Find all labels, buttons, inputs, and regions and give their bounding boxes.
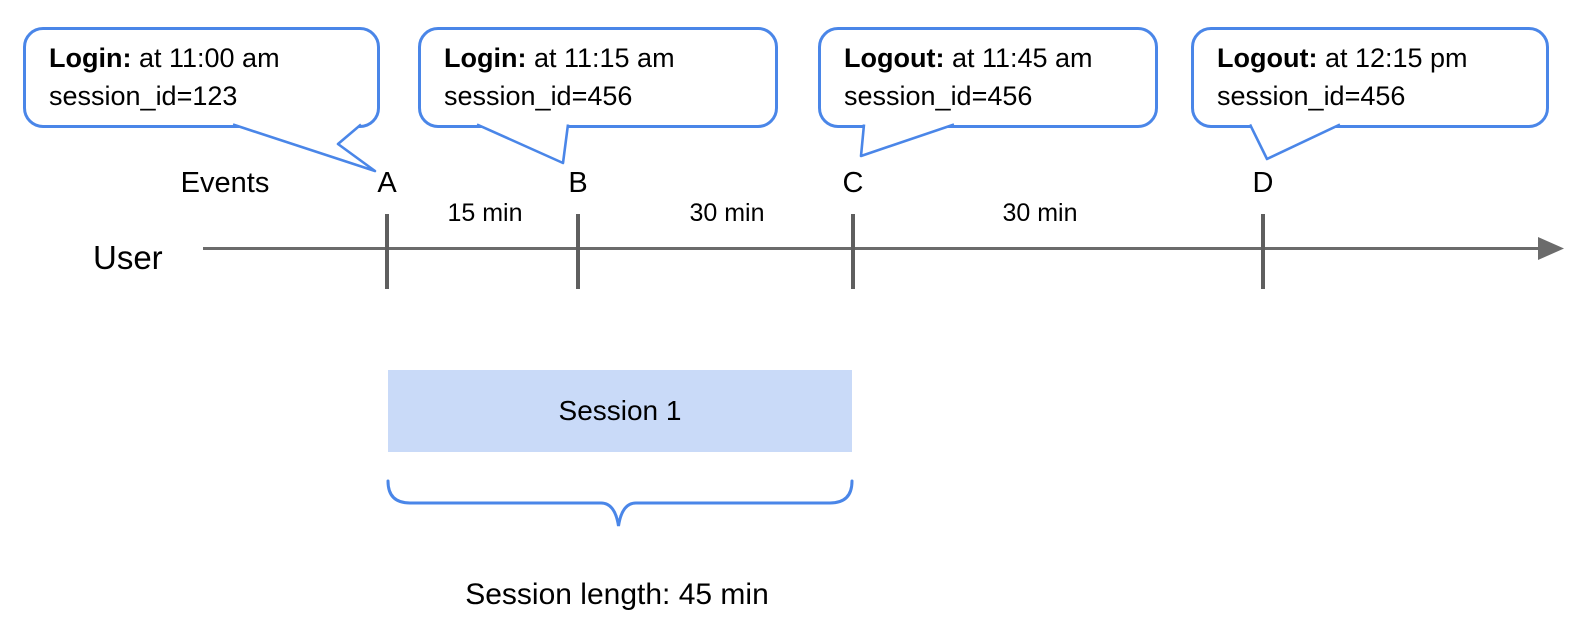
event-letter-b: B — [568, 167, 588, 199]
event-letter-c: C — [842, 167, 864, 199]
callout-tail-d — [1248, 123, 1341, 161]
callout-c-action: Logout: — [844, 43, 945, 73]
callout-b-session-id: session_id=456 — [444, 81, 633, 111]
callout-bubble-event-c: Logout: at 11:45 am session_id=456 — [818, 27, 1158, 128]
callout-c-session-id: session_id=456 — [844, 81, 1033, 111]
event-letter-a: A — [377, 167, 397, 199]
session-length-brace — [386, 479, 854, 527]
interval-label-b-c: 30 min — [689, 199, 765, 227]
callout-bubble-event-b: Login: at 11:15 am session_id=456 — [418, 27, 778, 128]
callout-d-time: at 12:15 pm — [1317, 43, 1468, 73]
callout-bubble-event-d: Logout: at 12:15 pm session_id=456 — [1191, 27, 1549, 128]
callout-a-action: Login: — [49, 43, 132, 73]
session-1-bar-label: Session 1 — [558, 395, 682, 426]
callout-a-session-id: session_id=123 — [49, 81, 238, 111]
callout-b-line1: Login: at 11:15 am — [444, 39, 767, 77]
callout-bubble-event-a: Login: at 11:00 am session_id=123 — [23, 27, 380, 128]
callout-c-line1: Logout: at 11:45 am — [844, 39, 1147, 77]
event-letter-d: D — [1252, 167, 1274, 199]
callout-d-action: Logout: — [1217, 43, 1318, 73]
callout-d-line1: Logout: at 12:15 pm — [1217, 39, 1538, 77]
events-axis-label: Events — [180, 167, 270, 199]
callout-a-line1: Login: at 11:00 am — [49, 39, 369, 77]
callout-b-time: at 11:15 am — [526, 43, 675, 73]
session-1-bar: Session 1 — [388, 370, 852, 452]
timeline-arrowhead-icon — [1538, 237, 1564, 260]
callout-b-action: Login: — [444, 43, 527, 73]
callout-tail-a — [232, 123, 377, 173]
user-lane-label: User — [93, 239, 163, 276]
session-length-label: Session length: 45 min — [465, 578, 769, 611]
callout-tail-b — [476, 123, 570, 165]
interval-label-a-b: 15 min — [447, 199, 523, 227]
interval-label-c-d: 30 min — [1002, 199, 1078, 227]
callout-a-time: at 11:00 am — [131, 43, 280, 73]
callout-c-time: at 11:45 am — [944, 43, 1093, 73]
callout-tail-c — [859, 123, 955, 158]
callout-d-session-id: session_id=456 — [1217, 81, 1406, 111]
